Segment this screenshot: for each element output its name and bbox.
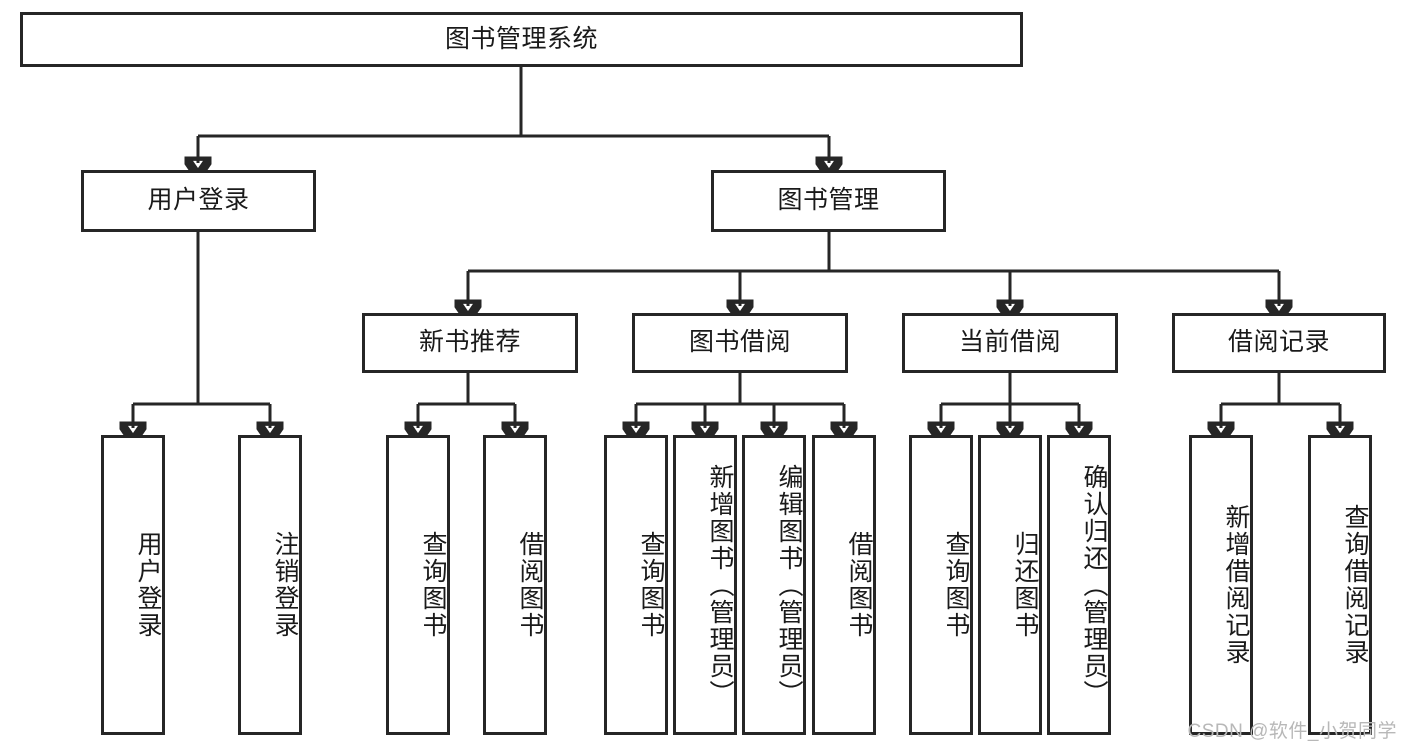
node-label: 查询借阅记录 bbox=[1341, 504, 1369, 666]
node-label: 图书管理 bbox=[777, 186, 880, 215]
node-borrow-record[interactable]: 借阅记录 bbox=[1172, 313, 1386, 373]
node-label: 图书管理系统 bbox=[444, 24, 598, 53]
node-leaf-borrow-book-recommend[interactable]: 借阅图书 bbox=[483, 435, 547, 735]
node-label: 确认归还（管理员） bbox=[1080, 463, 1108, 707]
node-leaf-query-book-borrow[interactable]: 查询图书 bbox=[604, 435, 668, 735]
node-label: 查询图书 bbox=[637, 531, 665, 639]
node-leaf-edit-book-admin[interactable]: 编辑图书（管理员） bbox=[742, 435, 806, 735]
node-label: 用户登录 bbox=[134, 531, 162, 639]
node-leaf-query-borrow-record[interactable]: 查询借阅记录 bbox=[1308, 435, 1372, 735]
node-book-management[interactable]: 图书管理 bbox=[711, 170, 946, 232]
node-label: 编辑图书（管理员） bbox=[775, 463, 803, 707]
node-leaf-query-book-recommend[interactable]: 查询图书 bbox=[386, 435, 450, 735]
node-label: 新增图书（管理员） bbox=[706, 463, 734, 707]
node-label: 注销登录 bbox=[271, 531, 299, 639]
node-label: 归还图书 bbox=[1011, 531, 1039, 639]
node-root-book-management-system[interactable]: 图书管理系统 bbox=[20, 12, 1023, 67]
node-label: 图书借阅 bbox=[688, 328, 791, 357]
node-label: 新书推荐 bbox=[418, 328, 521, 357]
node-label: 查询图书 bbox=[419, 531, 447, 639]
node-leaf-user-login[interactable]: 用户登录 bbox=[101, 435, 165, 735]
node-leaf-borrow-book[interactable]: 借阅图书 bbox=[812, 435, 876, 735]
node-leaf-add-borrow-record[interactable]: 新增借阅记录 bbox=[1189, 435, 1253, 735]
node-label: 借阅图书 bbox=[845, 531, 873, 639]
node-label: 查询图书 bbox=[942, 531, 970, 639]
node-current-borrow[interactable]: 当前借阅 bbox=[902, 313, 1118, 373]
node-new-book-recommend[interactable]: 新书推荐 bbox=[362, 313, 578, 373]
node-leaf-query-book-current[interactable]: 查询图书 bbox=[909, 435, 973, 735]
node-book-borrow[interactable]: 图书借阅 bbox=[632, 313, 848, 373]
node-label: 当前借阅 bbox=[958, 328, 1061, 357]
node-label: 新增借阅记录 bbox=[1222, 504, 1250, 666]
node-user-login[interactable]: 用户登录 bbox=[81, 170, 316, 232]
node-leaf-logout[interactable]: 注销登录 bbox=[238, 435, 302, 735]
node-leaf-confirm-return-admin[interactable]: 确认归还（管理员） bbox=[1047, 435, 1111, 735]
watermark: CSDN @软件_小贺同学 bbox=[1187, 721, 1397, 742]
node-leaf-add-book-admin[interactable]: 新增图书（管理员） bbox=[673, 435, 737, 735]
node-leaf-return-book[interactable]: 归还图书 bbox=[978, 435, 1042, 735]
node-label: 借阅图书 bbox=[516, 531, 544, 639]
node-label: 用户登录 bbox=[147, 186, 250, 215]
node-label: 借阅记录 bbox=[1227, 328, 1330, 357]
